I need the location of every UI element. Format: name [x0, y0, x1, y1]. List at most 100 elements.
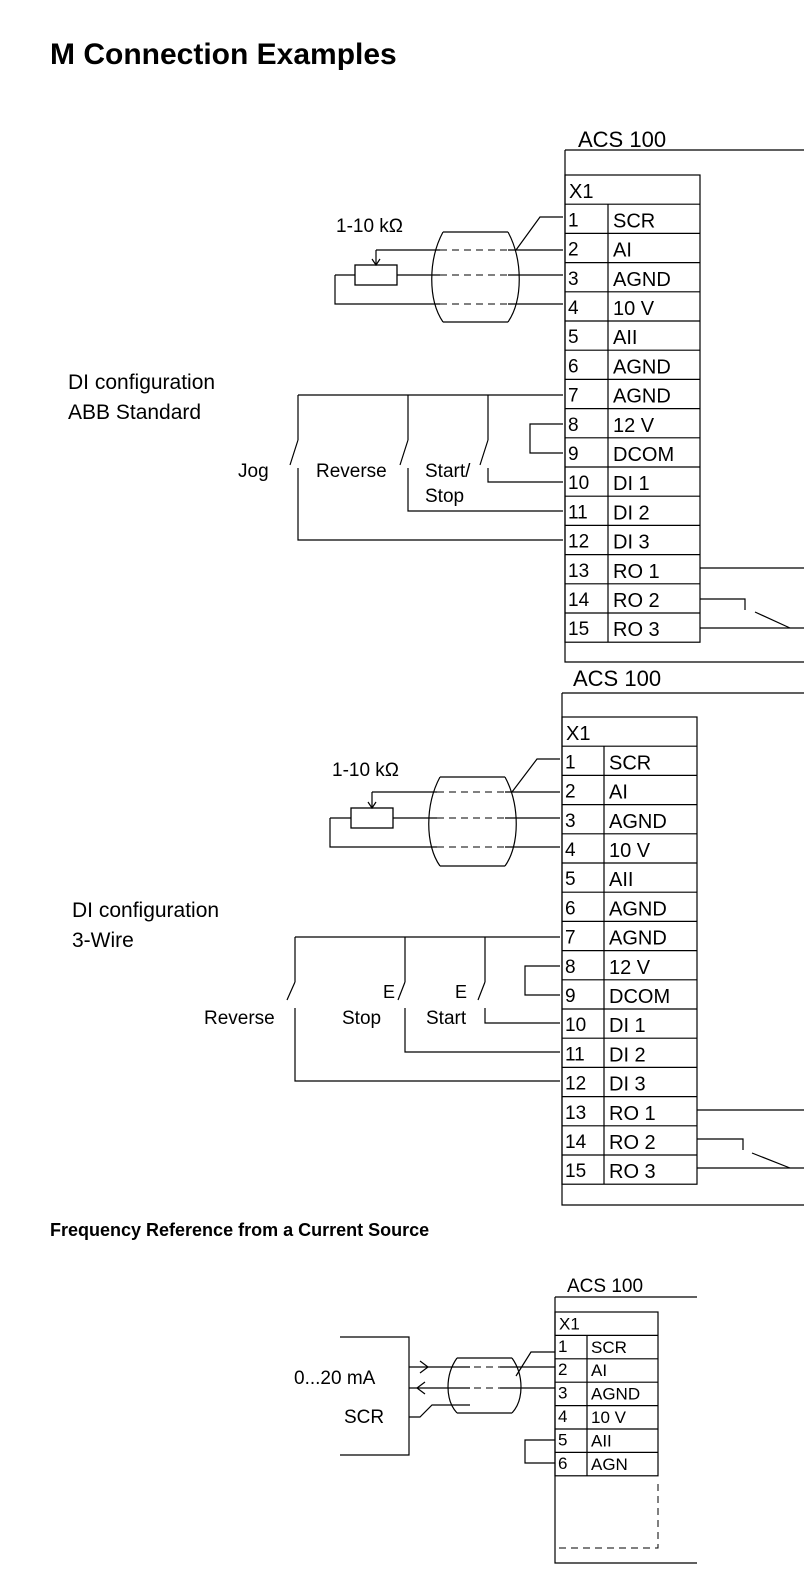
terminal-name: AI	[609, 782, 628, 804]
terminal-number: 3	[565, 811, 576, 832]
potentiometer-label-standard: 1-10 kΩ	[336, 216, 404, 237]
shielded-cable	[409, 1351, 555, 1418]
switch-label-start: Start/	[425, 461, 471, 482]
terminal-number: 13	[565, 1103, 586, 1124]
terminal-name: DI 3	[609, 1074, 646, 1096]
terminal-number: 11	[565, 1044, 585, 1065]
terminal-name: DCOM	[613, 444, 674, 466]
terminal-number: 4	[565, 840, 576, 861]
terminal-name: RO 2	[613, 590, 660, 612]
terminal-number: 5	[565, 869, 576, 890]
terminal-name: RO 1	[613, 561, 660, 583]
current-source-box	[340, 1336, 410, 1456]
terminal-number: 10	[568, 473, 589, 494]
terminal-number: 12	[565, 1074, 586, 1095]
potentiometer-label-3wire: 1-10 kΩ	[332, 760, 400, 781]
terminal-number: 7	[568, 386, 579, 407]
terminal-name: SCR	[609, 752, 651, 774]
terminal-number: 1	[558, 1337, 567, 1356]
terminal-name: AGN	[591, 1455, 628, 1474]
terminal-number: 6	[568, 356, 579, 377]
terminal-name: DI 3	[613, 532, 650, 554]
digital-input-wiring	[289, 394, 563, 541]
terminal-name: AGND	[613, 269, 671, 291]
connector-label: X1	[569, 181, 593, 203]
terminal-name: AII	[609, 869, 633, 891]
switch-label-stop-3wire: Stop	[342, 1008, 382, 1029]
terminal-number: 14	[565, 1132, 587, 1153]
switch-label-jog: Jog	[238, 461, 269, 482]
terminal-name: DCOM	[609, 986, 670, 1008]
digital-input-wiring	[286, 936, 560, 1082]
page-heading: M Connection Examples	[50, 38, 397, 71]
terminal-name: DI 1	[613, 473, 650, 495]
terminal-name: DI 2	[609, 1044, 646, 1066]
terminal-name: AGND	[613, 386, 671, 408]
terminal-number: 5	[568, 327, 579, 348]
terminal-number: 15	[568, 619, 589, 640]
current-screen-label: SCR	[344, 1407, 385, 1428]
shielded-cable	[428, 758, 560, 867]
terminal-number: 14	[568, 590, 590, 611]
terminal-number: 8	[568, 415, 579, 436]
terminal-name: AII	[591, 1431, 612, 1450]
terminal-name: 10 V	[609, 840, 651, 862]
terminal-number: 2	[558, 1360, 567, 1379]
relay-output-wiring	[697, 1109, 804, 1169]
terminal-number: 2	[565, 782, 576, 803]
terminal-block-outline	[554, 1311, 659, 1477]
terminal-number: 13	[568, 561, 589, 582]
terminal-name: 10 V	[591, 1408, 627, 1427]
switch-label-stop: Stop	[425, 486, 465, 507]
terminal-number: 3	[568, 269, 579, 290]
terminal-number: 3	[558, 1384, 567, 1403]
device-label: ACS 100	[567, 1276, 643, 1297]
relay-output-wiring	[700, 567, 804, 629]
terminal-name: AII	[613, 327, 637, 349]
terminal-number: 15	[565, 1161, 586, 1182]
terminal-number: 2	[568, 240, 579, 261]
connector-label: X1	[559, 1314, 580, 1333]
device-frame	[564, 149, 804, 663]
terminal-name: 10 V	[613, 298, 655, 320]
terminal-number: 1	[568, 210, 579, 231]
device-label: ACS 100	[573, 666, 661, 691]
terminal-name: AI	[613, 240, 632, 262]
config-name-standard: ABB Standard	[68, 401, 202, 424]
terminal-name: DI 1	[609, 1015, 646, 1037]
terminal-name: AI	[591, 1361, 607, 1380]
terminal-number: 9	[565, 986, 576, 1007]
terminal-name: AGND	[609, 928, 667, 950]
switch-label-reverse: Reverse	[316, 461, 387, 482]
switch-mark-start: E	[455, 982, 468, 1002]
terminal-number: 4	[558, 1407, 567, 1426]
terminal-name: AGND	[613, 356, 671, 378]
terminal-number: 1	[565, 752, 576, 773]
config-title-standard: DI configuration	[68, 371, 216, 394]
terminal-number: 11	[568, 502, 588, 523]
terminal-name: SCR	[591, 1338, 627, 1357]
config-name-3wire: 3-Wire	[72, 929, 134, 952]
terminal-name: 12 V	[609, 957, 651, 979]
current-source-heading: Frequency Reference from a Current Sourc…	[50, 1220, 430, 1240]
terminal-name: AGND	[591, 1385, 640, 1404]
ai-jumper	[524, 1439, 555, 1464]
terminal-number: 7	[565, 928, 576, 949]
terminal-number: 6	[565, 898, 576, 919]
terminal-number: 8	[565, 957, 576, 978]
terminal-name: AGND	[609, 811, 667, 833]
switch-label-reverse-3wire: Reverse	[204, 1008, 275, 1029]
terminal-number: 4	[568, 298, 579, 319]
shielded-cable	[431, 216, 563, 323]
switch-mark-stop: E	[383, 982, 396, 1002]
potentiometer-symbol	[329, 791, 437, 848]
current-signal-label: 0...20 mA	[294, 1368, 376, 1389]
terminal-name: AGND	[609, 898, 667, 920]
terminal-number: 12	[568, 532, 589, 553]
